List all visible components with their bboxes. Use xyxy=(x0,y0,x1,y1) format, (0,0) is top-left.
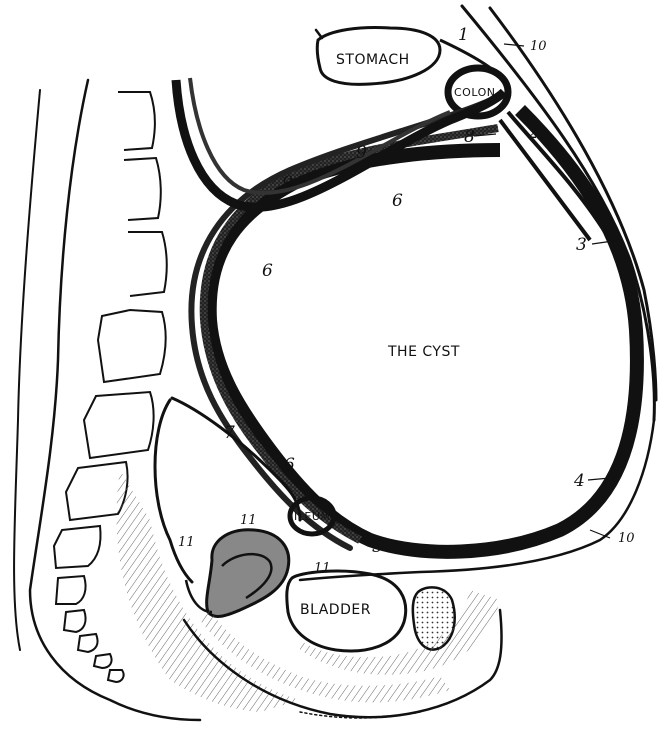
number-1: 1 xyxy=(458,25,469,45)
bladder-label: BLADDER xyxy=(300,602,371,618)
number-8: 8 xyxy=(464,127,475,147)
number-10-top: 10 xyxy=(530,39,547,54)
number-5: 5 xyxy=(372,537,383,557)
number-6-upper: 6 xyxy=(392,191,403,211)
number-4: 4 xyxy=(573,471,585,491)
peritoneal-layers xyxy=(176,40,637,552)
number-7-a: 7 xyxy=(224,423,235,443)
number-11-right: 11 xyxy=(314,561,331,576)
reference-numbers: 1 2 3 4 5 6 6 6 7 8 9 9 10 10 11 11 11 xyxy=(178,25,635,576)
stomach-label: STOMACH xyxy=(336,52,410,68)
number-6-lower: 6 xyxy=(284,455,295,475)
cyst-label: THE CYST xyxy=(387,344,460,360)
ileum-label: ILEUM xyxy=(294,510,330,523)
stomach: STOMACH xyxy=(316,28,440,85)
number-9-b: 9 xyxy=(282,173,293,193)
number-11-mid: 11 xyxy=(240,513,257,528)
number-11-left: 11 xyxy=(178,535,195,550)
number-9-a: 9 xyxy=(356,143,367,163)
spine xyxy=(14,80,300,720)
number-10-bottom: 10 xyxy=(618,531,635,546)
number-6-left: 6 xyxy=(262,261,273,281)
number-2: 2 xyxy=(527,123,539,143)
number-3: 3 xyxy=(576,235,587,255)
